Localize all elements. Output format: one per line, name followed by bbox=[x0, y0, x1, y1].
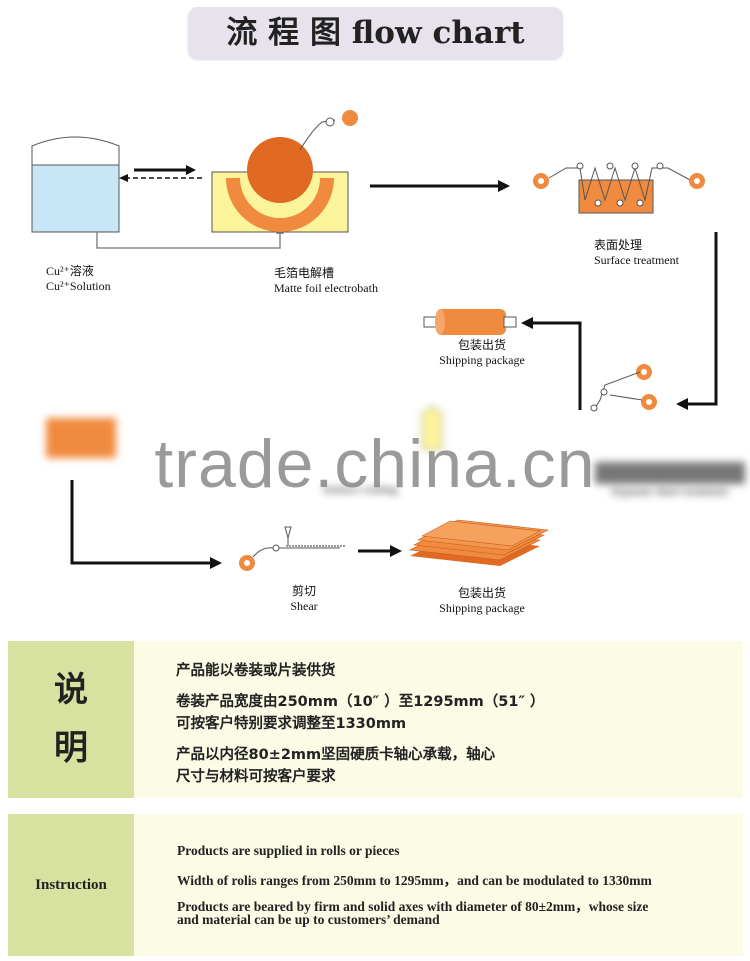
separate-sheet-label: Separate sheet treatment bbox=[610, 484, 729, 498]
page-title: 流 程 图 flow chart bbox=[226, 15, 525, 51]
surface-coating-icon bbox=[421, 405, 443, 451]
cu-solution-label: Cu²⁺溶液 Cu²⁺Solution bbox=[46, 264, 111, 294]
shipping-en-2: Shipping package bbox=[439, 601, 525, 615]
surface-treatment-cn: 表面处理 bbox=[594, 238, 643, 252]
roll-package-icon bbox=[423, 309, 517, 335]
en-line-1: Products are supplied in rolls or pieces bbox=[177, 843, 400, 858]
separate-sheet-icon bbox=[590, 364, 657, 412]
electrobath-en: Matte foil electrobath bbox=[274, 281, 378, 295]
cn-heading-top: 说 bbox=[54, 670, 88, 710]
arrow-down-right-icon bbox=[676, 232, 718, 410]
instruction-heading: Instruction bbox=[35, 877, 107, 893]
cn-line-2: 卷装产品宽度由250mm（10″ ）至1295mm（51″ ） bbox=[176, 694, 545, 710]
blurred-bar-icon bbox=[595, 462, 745, 484]
cn-line-3: 可按客户特别要求调整至1330mm bbox=[176, 716, 407, 732]
electrobath-icon bbox=[211, 110, 358, 233]
cu-solution-en: Cu²⁺Solution bbox=[46, 279, 111, 293]
shear-label: 剪切 Shear bbox=[264, 584, 344, 614]
shipping-cn-1: 包装出货 bbox=[457, 338, 506, 352]
en-line-4: and material can be up to customers’ dem… bbox=[177, 912, 440, 927]
en-line-3: Products are beared by firm and solid ax… bbox=[177, 899, 649, 914]
surface-treatment-label: 表面处理 Surface treatment bbox=[594, 238, 679, 268]
shear-cn: 剪切 bbox=[291, 584, 316, 598]
cn-panel-heading: 说 明 bbox=[8, 641, 134, 798]
electrobath-cn: 毛箔电解槽 bbox=[274, 266, 335, 280]
cn-heading-bottom: 明 bbox=[54, 728, 88, 768]
electrobath-label: 毛箔电解槽 Matte foil electrobath bbox=[274, 266, 378, 296]
arrow-to-shipping2-icon bbox=[358, 545, 402, 557]
solution-tank-icon bbox=[31, 136, 120, 233]
cn-line-4: 产品以内径80±2mm坚固硬质卡轴心承载，轴心 bbox=[176, 747, 496, 763]
surface-coating-label: Surface coating bbox=[322, 482, 398, 496]
cn-line-5: 尺寸与材料可按客户要求 bbox=[176, 769, 336, 785]
sheet-package-icon bbox=[408, 519, 550, 566]
arrow-to-shear-icon bbox=[70, 480, 222, 569]
surface-treatment-en: Surface treatment bbox=[594, 253, 679, 267]
sheet-stack-left-icon bbox=[46, 418, 116, 458]
exchange-arrows-icon bbox=[119, 165, 205, 182]
shear-en: Shear bbox=[290, 599, 318, 613]
shipping-label-2: 包装出货 Shipping package bbox=[422, 586, 542, 616]
arrow-to-shipping-icon bbox=[521, 317, 582, 410]
cu-solution-cn: Cu²⁺溶液 bbox=[46, 264, 94, 278]
en-line-2: Width of rolis ranges from 250mm to 1295… bbox=[177, 873, 652, 888]
en-panel-heading: Instruction bbox=[8, 814, 134, 956]
watermark: trade.china.cn bbox=[154, 426, 596, 502]
flow-diagram bbox=[31, 110, 745, 571]
cn-line-1: 产品能以卷装或片装供货 bbox=[176, 663, 336, 679]
shipping-label-1: 包装出货 Shipping package bbox=[422, 338, 542, 368]
shipping-en-1: Shipping package bbox=[439, 353, 525, 367]
surface-treatment-icon bbox=[533, 162, 705, 214]
shipping-cn-2: 包装出货 bbox=[457, 586, 506, 600]
arrow-to-treatment-icon bbox=[370, 180, 510, 192]
title-box: 流 程 图 flow chart bbox=[188, 7, 563, 59]
shear-icon bbox=[239, 526, 345, 571]
